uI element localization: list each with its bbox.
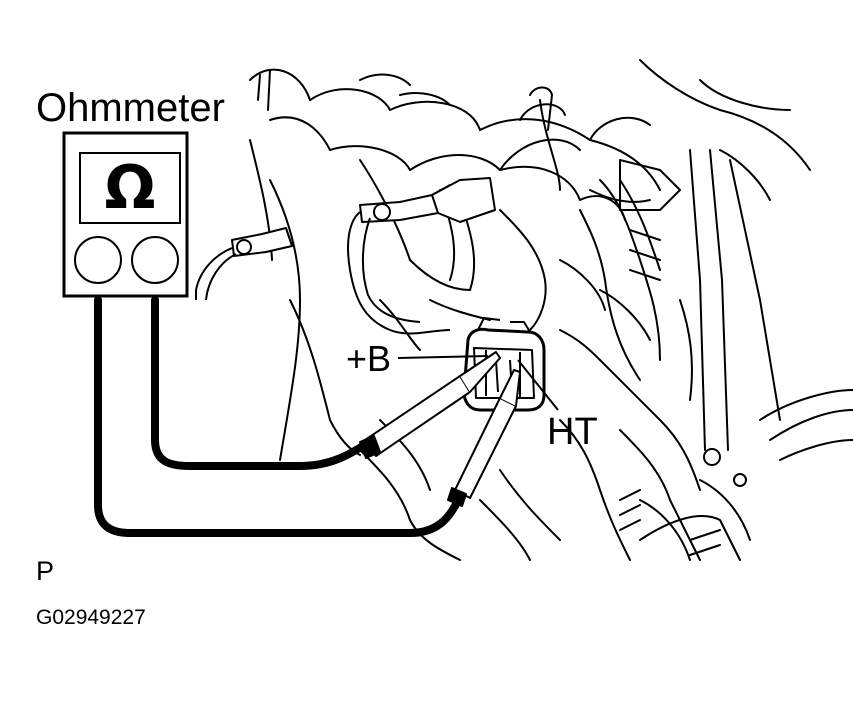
view-label: P [36,556,55,586]
ohmmeter-label: Ohmmeter [36,86,225,130]
ohmmeter-leads [94,296,466,537]
lead-wire-1 [151,296,376,470]
ohmmeter-body [62,131,189,298]
lead-wire-2 [94,296,466,537]
probe-ht [447,369,521,507]
plus-b-leader [397,355,489,359]
ohm-symbol-icon: Ω [104,153,156,223]
oxygen-sensor-upper [347,177,496,335]
figure-id: G02949227 [36,606,146,629]
oxygen-sensor-left [195,227,293,301]
terminal-plus-b-label: +B [346,338,392,379]
leader-lines [397,355,559,411]
terminal-ht-label: HT [547,411,598,453]
probe-plus-b [359,351,501,459]
ht-leader [517,359,559,411]
engine-background-drawing [249,59,853,561]
